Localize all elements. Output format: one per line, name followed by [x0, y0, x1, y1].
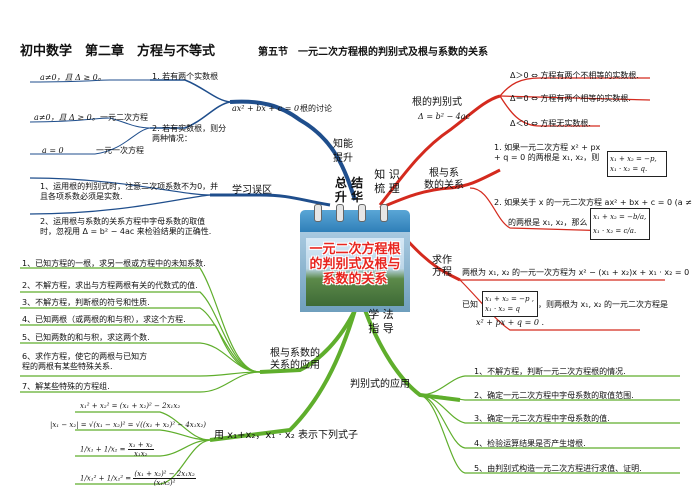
roots-system-1: x₁ + x₂ = −p, x₁ · x₂ = q. [607, 151, 667, 177]
calendar-ring-icon [336, 204, 344, 222]
make-eq-line-1: 两根为 x₁, x₂ 的一元一次方程为 x² − (x₁ + x₂)x + x₁… [462, 268, 692, 277]
roots-system-2: x₁ + x₂ = −b/a, x₁ · x₂ = c/a. [590, 208, 650, 240]
mistake-2: 2、运用根与系数的关系方程中字母系数的取值时，忽视用 Δ = b² − 4ac … [40, 217, 212, 236]
formula-2: |x₁ − x₂| = √(x₁ − x₂)² = √((x₁ + x₂)² −… [50, 421, 207, 429]
condition-3: a = 0 [42, 146, 64, 155]
make-eq-line-2-pre: 已知 [462, 300, 478, 309]
formula-4-fraction: (x₁ + x₂)² − 2x₁x₂ (x₁x₂)² [133, 470, 196, 487]
discriminant-case-3: Δ＜0 ⇔ 方程无实数根. [510, 119, 591, 128]
discriminant-case-2: Δ＝0 ⇔ 方程有两个相等的实数根. [510, 94, 631, 103]
relation-app-3: 3、不解方程，判断根的符号和性质. [22, 298, 150, 307]
roots-item-2: 2. 如果关于 x 的一元二次方程 ax² + bx + c = 0 (a ≠ … [494, 198, 692, 207]
calendar-title: 一元二次方程根的判别式及根与系数的关系 [309, 242, 401, 287]
disc-app-3: 3、确定一元二次方程中字母系数的值. [474, 414, 610, 423]
relation-app-5: 5、已知两数的和与积，求这两个数. [22, 333, 150, 342]
disc-app-4: 4、检验运算结果是否产生增根. [474, 439, 586, 448]
relation-app-7: 7、解某些特殊的方程组. [22, 382, 110, 391]
relation-app-6: 6、求作方程，使它的两根与已知方程的两根有某些特殊关系. [22, 352, 148, 371]
root-item-1: 1. 若有两个实数根 [152, 72, 219, 81]
condition-2-result: 一元二次方程 [100, 113, 148, 122]
calendar-photo [306, 238, 404, 306]
formula-3: 1/x₁ + 1/x₂ = x₁ + x₂ x₁x₂ [80, 441, 154, 458]
relation-app-4: 4、已知两根（或两根的和与积），求这个方程. [22, 315, 186, 324]
node-discriminant: 根的判别式 [412, 97, 462, 108]
roots-sys-1-line-1: x₁ + x₂ = −p, [610, 155, 657, 163]
relation-app-2: 2、不解方程，求出与方程两根有关的代数式的值. [22, 281, 198, 290]
section-title: 第五节 一元二次方程根的判别式及根与系数的关系 [258, 47, 488, 58]
formula-3-fraction: x₁ + x₂ x₁x₂ [127, 441, 154, 458]
make-eq-line-2-post: ，则两根为 x₁, x₂ 的一元二次方程是 [538, 300, 669, 309]
roots-item-1: 1. 如果一元二次方程 x² + px + q = 0 的两根是 x₁, x₂，… [494, 143, 601, 162]
node-method: 学 法 指 导 [368, 308, 394, 335]
disc-app-1: 1、不解方程，判断一元二次方程根的情况. [474, 367, 626, 376]
node-formulas: 用 x₁+x₂，x₁ · x₂ 表示下列式子 [214, 430, 358, 441]
node-knowledge: 知 识 梳 理 [374, 168, 400, 195]
formula-4-lhs: 1/x₁² + 1/x₂² = [80, 474, 132, 483]
disc-app-2: 2、确定一元二次方程中字母系数的取值范围. [474, 391, 634, 400]
node-ability: 知能 提升 [333, 139, 353, 164]
make-eq-sys-line-1: x₁ + x₂ = −p , [485, 295, 534, 303]
node-relation-app: 根与系数的 关系的应用 [270, 348, 320, 371]
discriminant-formula: Δ = b² − 4ac [418, 112, 471, 121]
chapter-title: 初中数学 第二章 方程与不等式 [20, 44, 216, 59]
roots-sys-1-line-2: x₁ · x₂ = q. [610, 165, 648, 173]
formula-3-num: x₁ + x₂ [127, 441, 154, 450]
make-eq-line-3: x² + px + q = 0 . [476, 318, 545, 327]
roots-sys-2-line-2: x₁ · x₂ = c/a. [593, 227, 637, 235]
relation-app-1: 1、已知方程的一根，求另一根或方程中的未知系数. [22, 259, 206, 268]
discriminant-case-1: Δ＞0 ⇔ 方程有两个不相等的实数根. [510, 71, 639, 80]
node-roots-coeffs: 根与系 数的关系 [424, 168, 464, 191]
formula-4-den: (x₁x₂)² [153, 479, 176, 487]
calendar-ring-icon [380, 204, 388, 222]
formula-4-num: (x₁ + x₂)² − 2x₁x₂ [133, 470, 196, 479]
node-make-equation: 求作 方程 [432, 255, 452, 278]
roots-item-2-post: 的两根是 x₁, x₂，那么 [508, 218, 588, 227]
make-eq-sys-line-2: x₁ · x₂ = q [485, 305, 520, 313]
node-summary: 总 结 升 华 [334, 176, 364, 204]
root-item-2: 2. 若有实数根，则分两种情况： [152, 124, 227, 143]
condition-1: a≠0，且 Δ ≥ 0。 [40, 73, 106, 82]
formula-1: x₁² + x₂² = (x₁ + x₂)² − 2x₁x₂ [80, 402, 181, 410]
calendar-ring-icon [358, 204, 366, 222]
condition-3-result: 一元一次方程 [96, 146, 144, 155]
node-study-mistakes: 学习误区 [232, 185, 272, 196]
formula-3-lhs: 1/x₁ + 1/x₂ = [80, 445, 126, 454]
formula-3-den: x₁x₂ [133, 450, 148, 458]
condition-2: a≠0，且 Δ ≥ 0。 [34, 113, 100, 122]
roots-sys-2-line-1: x₁ + x₂ = −b/a, [593, 213, 647, 221]
center-calendar: 一元二次方程根的判别式及根与系数的关系 [300, 204, 410, 312]
make-eq-system: x₁ + x₂ = −p , x₁ · x₂ = q [482, 291, 538, 317]
calendar-ring-icon [314, 204, 322, 222]
formula-4: 1/x₁² + 1/x₂² = (x₁ + x₂)² − 2x₁x₂ (x₁x₂… [80, 470, 196, 487]
root-discussion: 根的讨论 [300, 104, 332, 113]
general-equation: ax² + bx + c = 0 [232, 104, 300, 113]
disc-app-5: 5、由判别式构造一元二次方程进行求值、证明. [474, 464, 642, 473]
mistake-1: 1、运用根的判别式时，注意二次项系数不为0，并且各项系数必须是实数. [40, 182, 219, 201]
node-discriminant-app: 判别式的应用 [350, 379, 410, 390]
